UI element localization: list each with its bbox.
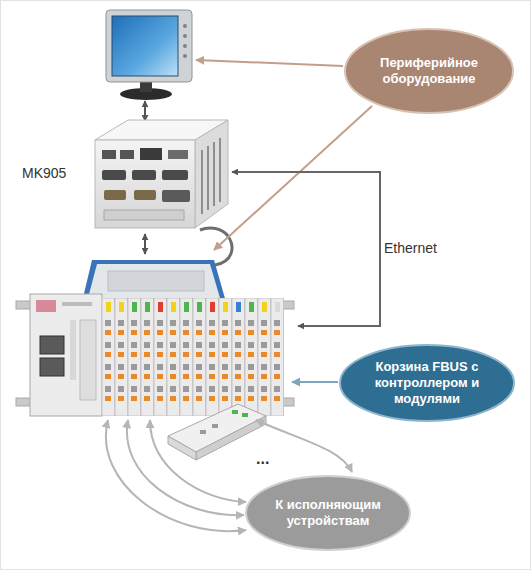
module-led <box>158 302 163 312</box>
module-led <box>236 302 241 312</box>
callout-arrow <box>214 106 372 250</box>
callout-ellipse: Корзина FBUS с контроллером и модулями <box>338 343 516 423</box>
monitor <box>106 10 192 100</box>
keyboard-edge <box>82 260 226 302</box>
parallel-port <box>162 190 190 202</box>
link-arrow <box>144 234 146 254</box>
module-side <box>168 436 196 460</box>
monitor-frame <box>106 10 192 82</box>
serial-port <box>104 190 126 200</box>
callout-arrow <box>196 60 343 66</box>
ellipse-fill <box>345 29 513 113</box>
ethernet-port <box>40 336 64 354</box>
port <box>168 150 188 159</box>
ellipse-fill <box>340 345 514 421</box>
controller-label <box>62 302 92 306</box>
device-name: MK905 <box>22 165 66 181</box>
serial-port <box>162 170 188 180</box>
serial-port <box>134 190 156 200</box>
computer-front <box>95 140 195 228</box>
vent-slot <box>201 150 203 214</box>
port <box>120 150 134 159</box>
keyboard-cable <box>200 228 232 265</box>
module-led <box>242 413 248 417</box>
vent-slot <box>219 138 221 202</box>
keyboard-body <box>88 264 220 298</box>
module-led <box>232 410 238 414</box>
loose-module <box>168 404 266 460</box>
module-led <box>223 302 228 312</box>
vent-slot <box>213 142 215 206</box>
callout-arrow <box>292 381 338 383</box>
serial-port <box>102 170 126 180</box>
keyboard <box>82 228 232 302</box>
module-led <box>249 302 254 312</box>
controller-slot <box>70 320 76 380</box>
keyboard-keys <box>108 271 204 291</box>
vent-slot <box>207 146 209 210</box>
module-led <box>132 302 137 312</box>
module-led <box>197 302 202 312</box>
callout-text: К исполняющим устройствам <box>272 497 384 529</box>
module-led <box>184 302 189 312</box>
wire-arrow <box>106 420 246 531</box>
module-led <box>275 302 280 312</box>
port <box>140 148 162 160</box>
module-terminal <box>200 430 206 434</box>
bus-label: Ethernet <box>384 240 437 256</box>
module-terminal <box>212 424 218 428</box>
wire-arrow <box>256 420 352 472</box>
monitor-screen <box>112 16 178 76</box>
dip-switch <box>36 300 56 312</box>
ethernet-port <box>40 358 64 376</box>
module-side <box>196 416 266 460</box>
monitor-button <box>183 24 187 28</box>
port <box>102 150 116 159</box>
computer-mk905 <box>95 120 228 228</box>
serial-port <box>132 170 156 180</box>
wire-arrow <box>127 420 244 515</box>
monitor-button <box>183 54 187 58</box>
callout-text: Периферийное оборудование <box>364 55 494 87</box>
monitor-button <box>183 44 187 48</box>
link-arrow <box>144 101 146 121</box>
io-modules <box>102 298 284 416</box>
module-led <box>106 302 111 312</box>
module-led <box>210 302 215 312</box>
module-led <box>145 302 150 312</box>
monitor-button <box>183 34 187 38</box>
ellipsis-mark: ... <box>256 450 269 468</box>
callout-ellipse: Периферийное оборудование <box>343 27 515 115</box>
callout-text: Корзина FBUS с контроллером и модулями <box>371 359 483 407</box>
fbus-rack <box>16 294 294 416</box>
ellipse-fill <box>246 476 410 550</box>
module-led <box>262 302 267 312</box>
module-led <box>119 302 124 312</box>
computer-side <box>195 120 228 228</box>
wire-arrow <box>150 420 246 502</box>
callout-ellipse: К исполняющим устройствам <box>244 474 412 552</box>
controller <box>30 294 102 416</box>
front-panel <box>104 210 184 220</box>
controller-panel <box>80 320 96 400</box>
module-led <box>171 302 176 312</box>
